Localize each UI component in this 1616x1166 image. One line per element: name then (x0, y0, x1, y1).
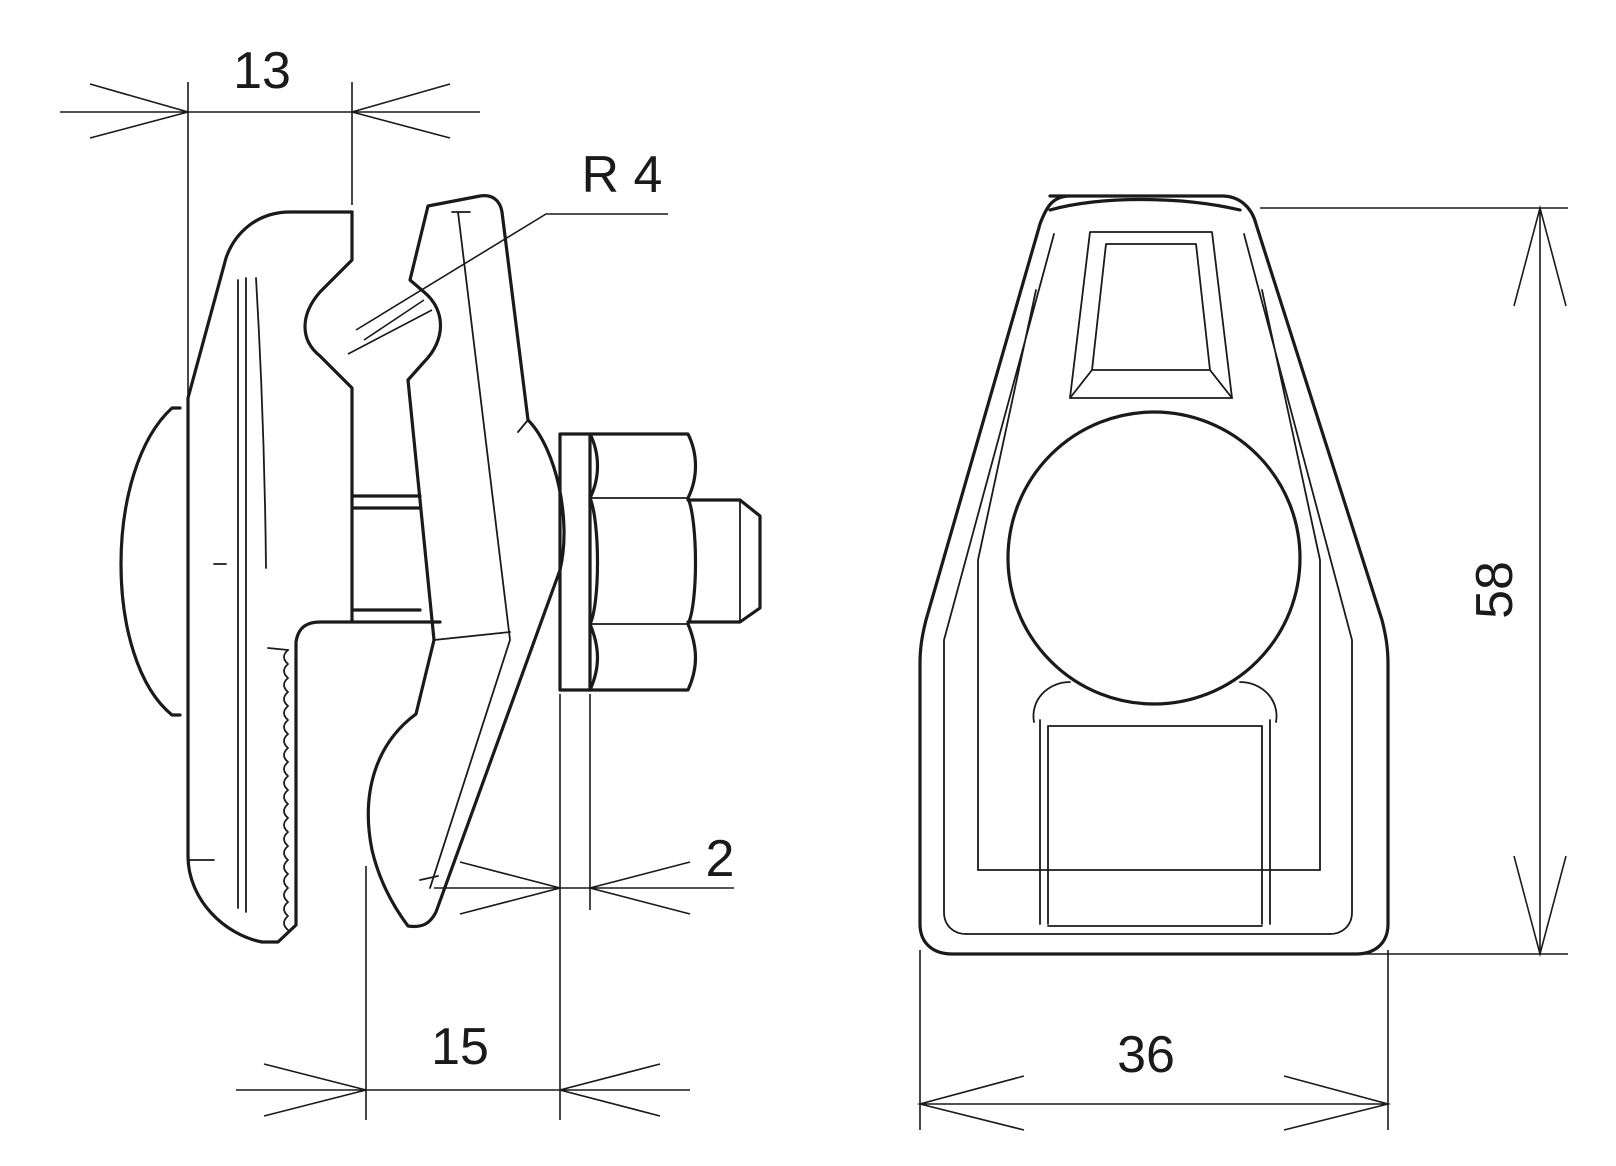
serrated-edge-start (267, 647, 289, 651)
dim-36-lines (916, 950, 1392, 1131)
dim-36-label: 36 (1117, 1026, 1175, 1084)
dim-58-label: 58 (1466, 561, 1524, 619)
right-lever (366, 194, 566, 929)
left-jaw-tick (187, 563, 227, 861)
dim-13-lines (60, 82, 480, 395)
lower-window-inner (1047, 725, 1263, 927)
left-jaw-inner-line (237, 277, 247, 913)
side-dome (119, 406, 182, 717)
serrated-edge (283, 649, 289, 931)
side-view (119, 194, 762, 944)
upper-window (1069, 231, 1233, 399)
dim-15-label: 15 (431, 1018, 489, 1076)
hex-nut (588, 432, 698, 692)
left-jaw (186, 210, 442, 944)
right-lever-inner-2 (419, 419, 529, 881)
front-inner-bottom (965, 869, 1331, 935)
bolt-shaft (350, 494, 422, 624)
dim-2-lines (434, 694, 734, 915)
dim-58-lines (1260, 204, 1568, 958)
dimension-lines (60, 82, 1568, 1131)
right-lever-inner (429, 211, 511, 889)
front-inner-left (943, 233, 1055, 935)
radius-leader (347, 213, 668, 355)
bolt-end (686, 498, 762, 624)
lower-window (1032, 681, 1278, 925)
left-jaw-inner-line-2 (255, 277, 267, 569)
hex-nut-lines (589, 497, 689, 625)
dim-2-label: 2 (706, 830, 735, 888)
upper-window-inner (1069, 243, 1233, 399)
front-inner-right (1243, 233, 1353, 935)
front-body (918, 194, 1390, 956)
center-hole (1006, 410, 1302, 706)
front-view (918, 194, 1390, 956)
dim-13-label: 13 (233, 42, 291, 100)
washer (558, 432, 592, 692)
dim-15-lines (236, 866, 690, 1120)
left-jaw-notch (303, 210, 354, 498)
dim-r4-label: R 4 (582, 146, 663, 204)
front-top-band (1048, 197, 1242, 212)
